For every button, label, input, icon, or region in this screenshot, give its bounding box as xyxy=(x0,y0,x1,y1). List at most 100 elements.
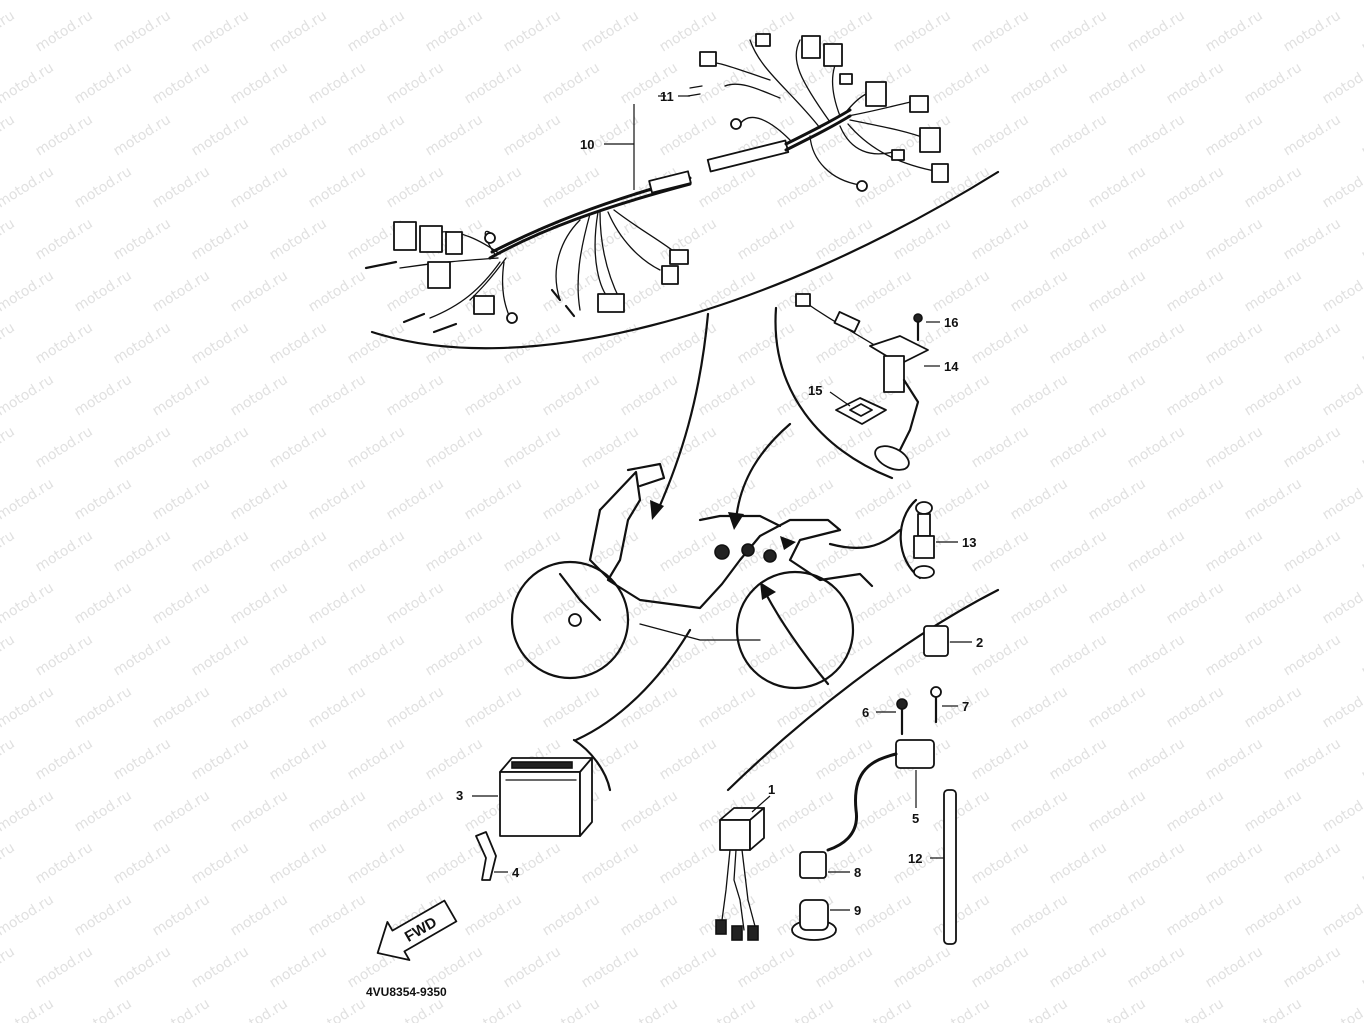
watermark-text: motod.ru xyxy=(189,8,252,56)
watermark-text: motod.ru xyxy=(1242,996,1305,1023)
watermark-text: motod.ru xyxy=(540,60,603,108)
watermark-text: motod.ru xyxy=(0,268,57,316)
watermark-text: motod.ru xyxy=(1320,476,1364,524)
watermark-text: motod.ru xyxy=(228,268,291,316)
watermark-text: motod.ru xyxy=(1008,684,1071,732)
watermark-text: motod.ru xyxy=(423,528,486,576)
battery-breather-pipe xyxy=(475,831,497,881)
watermark-text: motod.ru xyxy=(33,112,96,160)
callout-15: 15 xyxy=(808,383,822,398)
watermark-text: motod.ru xyxy=(501,840,564,888)
watermark-text: motod.ru xyxy=(1281,840,1344,888)
sender-region-boundary xyxy=(774,306,894,480)
watermark-text: motod.ru xyxy=(1320,788,1364,836)
watermark-text: motod.ru xyxy=(72,0,135,3)
callout-6: 6 xyxy=(862,705,869,720)
watermark-text: motod.ru xyxy=(111,736,174,784)
watermark-text: motod.ru xyxy=(423,840,486,888)
watermark-text: motod.ru xyxy=(228,0,291,3)
watermark-text: motod.ru xyxy=(852,788,915,836)
watermark-text: motod.ru xyxy=(696,996,759,1023)
switch-group xyxy=(828,498,935,580)
watermark-text: motod.ru xyxy=(1320,268,1364,316)
harness-connector-f xyxy=(931,163,949,183)
watermark-text: motod.ru xyxy=(1086,0,1149,3)
watermark-text: motod.ru xyxy=(969,8,1032,56)
watermark-text: motod.ru xyxy=(930,580,993,628)
watermark-text: motod.ru xyxy=(306,476,369,524)
callout-7: 7 xyxy=(962,699,969,714)
watermark-text: motod.ru xyxy=(540,0,603,3)
callout-9: 9 xyxy=(854,903,861,918)
watermark-text: motod.ru xyxy=(189,216,252,264)
watermark-text: motod.ru xyxy=(1320,0,1364,3)
callout-2: 2 xyxy=(976,635,983,650)
watermark-text: motod.ru xyxy=(228,684,291,732)
watermark-text: motod.ru xyxy=(696,164,759,212)
cable-tie xyxy=(943,789,957,945)
watermark-text: motod.ru xyxy=(501,528,564,576)
spark-plug-cap xyxy=(799,851,827,879)
watermark-text: motod.ru xyxy=(150,788,213,836)
lower-region-boundary xyxy=(726,588,1000,792)
watermark-text: motod.ru xyxy=(1086,996,1149,1023)
watermark-text: motod.ru xyxy=(0,892,57,940)
watermark-text: motod.ru xyxy=(1320,372,1364,420)
watermark-text: motod.ru xyxy=(1008,476,1071,524)
watermark-text: motod.ru xyxy=(1125,736,1188,784)
watermark-text: motod.ru xyxy=(0,580,57,628)
watermark-text: motod.ru xyxy=(189,320,252,368)
watermark-text: motod.ru xyxy=(1086,164,1149,212)
callout-numbers: 1 2 3 4 5 6 7 8 9 10 11 12 13 14 15 16 xyxy=(456,89,983,918)
watermark-text: motod.ru xyxy=(228,996,291,1023)
watermark-text: motod.ru xyxy=(1008,268,1071,316)
watermark-text: motod.ru xyxy=(1164,0,1227,3)
watermark-text: motod.ru xyxy=(267,736,330,784)
watermark-text: motod.ru xyxy=(384,684,447,732)
watermark-text: motod.ru xyxy=(1359,216,1364,264)
watermark-text: motod.ru xyxy=(969,216,1032,264)
watermark-text: motod.ru xyxy=(813,944,876,992)
watermark-text: motod.ru xyxy=(774,268,837,316)
wire-harness-group xyxy=(364,33,1000,350)
watermark-text: motod.ru xyxy=(774,996,837,1023)
harness-connector-a xyxy=(801,35,821,59)
watermark-text: motod.ru xyxy=(1047,8,1110,56)
watermark-text: motod.ru xyxy=(1086,268,1149,316)
fuel-sender-group xyxy=(774,293,929,480)
callout-1: 1 xyxy=(768,782,775,797)
watermark-text: motod.ru xyxy=(657,424,720,472)
watermark-text: motod.ru xyxy=(462,476,525,524)
watermark-text: motod.ru xyxy=(1086,684,1149,732)
front-wheel xyxy=(510,560,630,680)
watermark-text: motod.ru xyxy=(267,840,330,888)
harness-connector-j xyxy=(427,261,451,289)
watermark-text: motod.ru xyxy=(852,580,915,628)
watermark-text: motod.ru xyxy=(1281,8,1344,56)
watermark-text: motod.ru xyxy=(1320,996,1364,1023)
watermark-text: motod.ru xyxy=(423,112,486,160)
watermark-text: motod.ru xyxy=(813,736,876,784)
battery-group xyxy=(475,738,612,881)
watermark-text: motod.ru xyxy=(0,8,18,56)
watermark-text: motod.ru xyxy=(657,8,720,56)
watermark-text: motod.ru xyxy=(930,788,993,836)
watermark-text: motod.ru xyxy=(1164,684,1227,732)
relay xyxy=(923,625,949,657)
watermark-text: motod.ru xyxy=(189,840,252,888)
diagram-code: 4VU8354-9350 xyxy=(366,985,447,999)
watermark-text: motod.ru xyxy=(33,216,96,264)
watermark-text: motod.ru xyxy=(1203,112,1266,160)
watermark-text: motod.ru xyxy=(33,528,96,576)
callout-5: 5 xyxy=(912,811,919,826)
watermark-text: motod.ru xyxy=(1242,164,1305,212)
watermark-text: motod.ru xyxy=(1203,320,1266,368)
watermark-text: motod.ru xyxy=(1242,892,1305,940)
watermark-text: motod.ru xyxy=(189,944,252,992)
watermark-text: motod.ru xyxy=(150,580,213,628)
watermark-text: motod.ru xyxy=(345,736,408,784)
watermark-text: motod.ru xyxy=(1242,580,1305,628)
watermark-text: motod.ru xyxy=(1164,996,1227,1023)
watermark-text: motod.ru xyxy=(1047,840,1110,888)
